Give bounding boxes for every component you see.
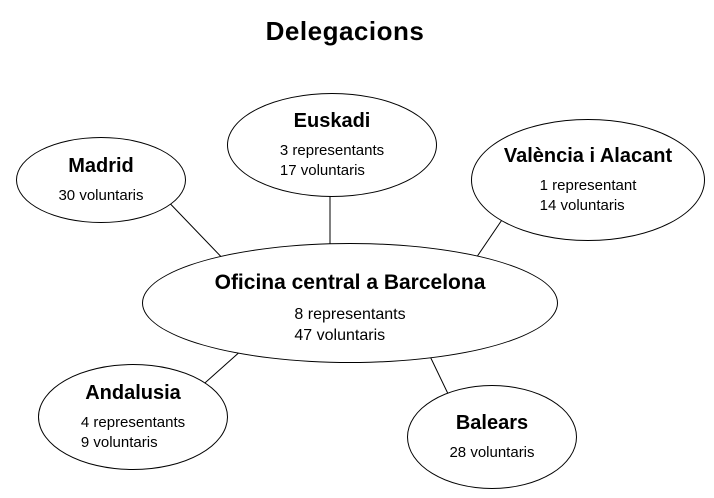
node-valencia-alacant: València i Alacant 1 representant 14 vol… bbox=[471, 119, 705, 241]
node-stat: 8 representants bbox=[294, 306, 406, 324]
node-stat: 17 voluntaris bbox=[279, 162, 365, 179]
node-stat: 47 voluntaris bbox=[294, 326, 386, 344]
node-title: Euskadi bbox=[293, 110, 371, 133]
node-balears: Balears 28 voluntaris bbox=[407, 385, 577, 489]
node-andalusia: Andalusia 4 representants 9 voluntaris bbox=[38, 364, 228, 470]
node-stat: 28 voluntaris bbox=[449, 444, 535, 462]
node-euskadi: Euskadi 3 representants 17 voluntaris bbox=[227, 93, 437, 197]
diagram-title: Delegacions bbox=[265, 16, 425, 46]
node-stat: 3 representants bbox=[279, 142, 385, 160]
node-stat: 9 voluntaris bbox=[80, 434, 158, 451]
node-title: Oficina central a Barcelona bbox=[214, 270, 486, 294]
node-stat: 14 voluntaris bbox=[539, 197, 625, 214]
node-title: Balears bbox=[455, 412, 529, 435]
node-stat: 30 voluntaris bbox=[58, 187, 144, 205]
node-title: Madrid bbox=[68, 155, 134, 178]
node-title: Andalusia bbox=[85, 382, 181, 405]
node-stat: 4 representants bbox=[80, 414, 186, 432]
node-madrid: Madrid 30 voluntaris bbox=[16, 137, 186, 223]
node-title: València i Alacant bbox=[503, 145, 673, 168]
node-central-office-barcelona: Oficina central a Barcelona 8 representa… bbox=[142, 243, 558, 363]
node-stat: 1 representant bbox=[539, 177, 637, 195]
